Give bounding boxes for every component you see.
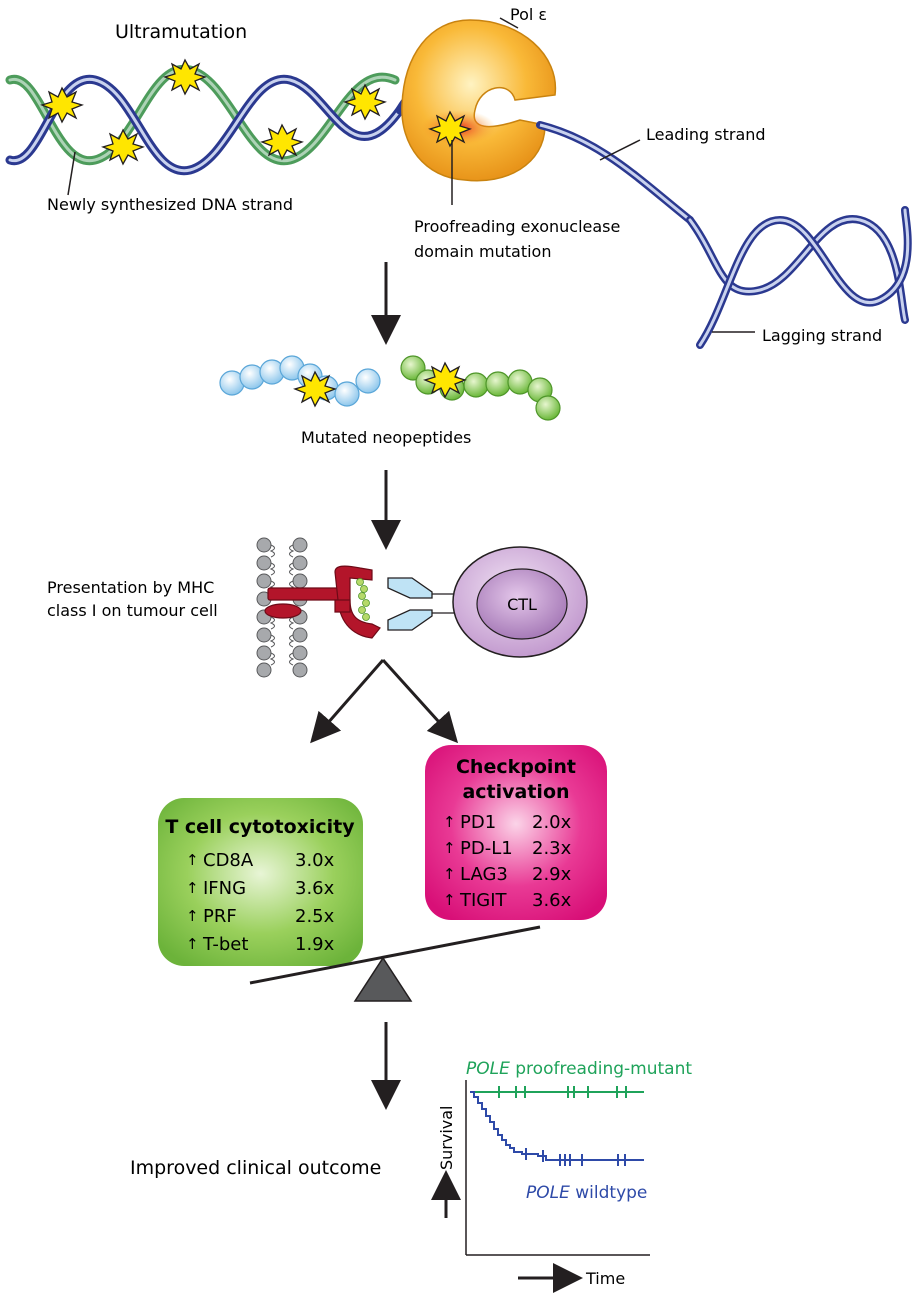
mutant-label: POLE proofreading-mutant: [466, 1059, 692, 1079]
balance-section: T cell cytotoxicity ↑ CD8A 3.0x ↑ IFNG 3…: [158, 745, 607, 1002]
lagging-strand-label: Lagging strand: [762, 326, 882, 345]
checkpoint-fold: 2.3x: [532, 838, 572, 859]
survival-ylabel: Survival: [437, 1105, 456, 1170]
improved-outcome-label: Improved clinical outcome: [130, 1157, 381, 1179]
wildtype-label: POLE wildtype: [526, 1183, 647, 1203]
flow-arrow-right: [381, 658, 459, 744]
neopeptide-mutation-star-icon: [423, 361, 467, 399]
dna-helix-right: [686, 206, 912, 349]
up-arrow-icon: ↑: [443, 813, 456, 831]
mutant-survival-curve: [470, 1086, 644, 1098]
mhc-class-i-molecule: [264, 565, 381, 639]
presented-peptide: [356, 578, 370, 621]
checkpoint-gene: PD1: [460, 812, 496, 833]
checkpoint-fold: 2.0x: [532, 812, 572, 833]
presentation-label-line2: class I on tumour cell: [47, 601, 218, 620]
cytotoxicity-fold: 3.6x: [295, 878, 335, 899]
ctl-cell: CTL: [452, 546, 588, 658]
exonuclease-mutation-star-icon: [428, 110, 472, 148]
checkpoint-fold: 3.6x: [532, 890, 572, 911]
up-arrow-icon: ↑: [443, 839, 456, 857]
proofreading-label-line2: domain mutation: [414, 242, 551, 261]
checkpoint-title-line1: Checkpoint: [456, 756, 576, 778]
t-cell-receptor: [387, 577, 457, 631]
checkpoint-title-line2: activation: [462, 781, 569, 803]
survival-plot: Survival Time POLE proofreading-mutant P…: [431, 1059, 692, 1293]
up-arrow-icon: ↑: [443, 891, 456, 909]
checkpoint-list: ↑ PD1 2.0x ↑ PD-L1 2.3x ↑ LAG3 2.9x ↑ TI…: [443, 812, 572, 911]
ctl-label: CTL: [507, 595, 537, 614]
leading-strand-label: Leading strand: [646, 125, 766, 144]
mutation-star-icon: [40, 86, 84, 124]
cytotoxicity-fold: 1.9x: [295, 934, 335, 955]
survival-xlabel: Time: [585, 1269, 625, 1288]
balance-fulcrum: [353, 956, 413, 1002]
cytotoxicity-list: ↑ CD8A 3.0x ↑ IFNG 3.6x ↑ PRF 2.5x ↑ T-b…: [186, 850, 335, 955]
wildtype-survival-curve: [470, 1091, 644, 1166]
pol-epsilon-enzyme: [401, 19, 557, 182]
up-arrow-icon: ↑: [186, 907, 199, 925]
dna-helix-left: [5, 64, 475, 176]
checkpoint-fold: 2.9x: [532, 864, 572, 885]
presentation-label-line1: Presentation by MHC: [47, 578, 214, 597]
cytotoxicity-title: T cell cytotoxicity: [165, 816, 355, 838]
up-arrow-icon: ↑: [186, 879, 199, 897]
mutation-star-icon: [343, 83, 387, 121]
up-arrow-icon: ↑: [186, 851, 199, 869]
cytotoxicity-gene: CD8A: [203, 850, 254, 871]
mutation-star-group: [40, 58, 387, 166]
checkpoint-gene: LAG3: [460, 864, 508, 885]
pol-epsilon-label: Pol ε: [510, 5, 547, 24]
mhc-presentation-section: Presentation by MHC class I on tumour ce…: [47, 537, 588, 678]
checkpoint-gene: PD-L1: [460, 838, 513, 859]
up-arrow-icon: ↑: [443, 865, 456, 883]
neopeptide-mutation-star-icon: [293, 370, 337, 408]
up-arrow-icon: ↑: [186, 935, 199, 953]
mutation-star-icon: [163, 58, 207, 96]
blue-peptide-chain: [219, 355, 381, 407]
checkpoint-activation-box: [425, 745, 607, 920]
balance-beam: [249, 925, 541, 985]
dna-section: Ultramutation Newly synthesized DNA stra…: [5, 5, 912, 349]
cytotoxicity-gene: PRF: [203, 906, 237, 927]
flow-arrow-left: [310, 659, 385, 744]
cytotoxicity-fold: 2.5x: [295, 906, 335, 927]
cytotoxicity-gene: T-bet: [202, 934, 248, 955]
cytotoxicity-fold: 3.0x: [295, 850, 335, 871]
newly-synthesized-label: Newly synthesized DNA strand: [47, 195, 293, 214]
green-peptide-chain: [400, 355, 561, 421]
neopeptides-section: Mutated neopeptides: [219, 355, 561, 447]
neopeptides-label: Mutated neopeptides: [301, 428, 471, 447]
ultramutation-label: Ultramutation: [115, 21, 247, 43]
checkpoint-gene: TIGIT: [459, 890, 508, 911]
proofreading-label-line1: Proofreading exonuclease: [414, 217, 620, 236]
cytotoxicity-gene: IFNG: [203, 878, 246, 899]
t-cell-cytotoxicity-box: [158, 798, 363, 966]
mutation-star-icon: [101, 128, 145, 166]
mutation-star-icon: [260, 123, 304, 161]
